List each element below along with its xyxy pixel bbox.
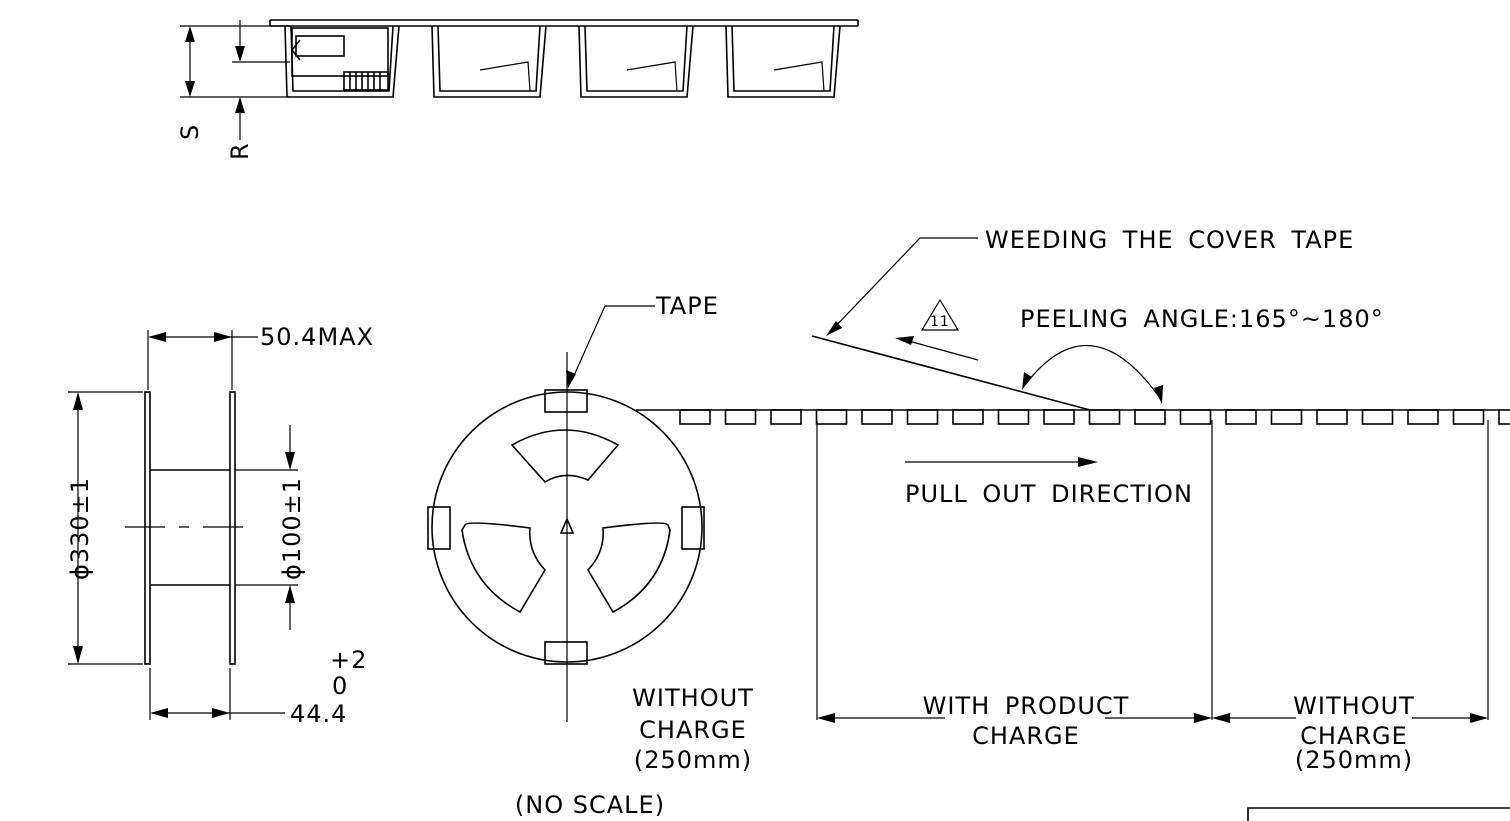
- pocket-floor: [479, 61, 531, 92]
- hub-diameter-label: ϕ100±1: [278, 477, 306, 580]
- inner-width-label: 44.4: [290, 700, 347, 728]
- tape-cavity: [1361, 409, 1394, 425]
- reel-front-view: TAPE: [427, 292, 719, 722]
- reel-side-view: 50.4MAX ϕ330±1 ϕ100±1 +2 0 44.4: [66, 323, 374, 728]
- without-charge-right-2: CHARGE: [1300, 722, 1408, 750]
- tape-cavity: [770, 409, 802, 425]
- carrier-tape-section: S R: [176, 19, 859, 160]
- tape-cavity: [906, 409, 939, 425]
- pocket-floor: [773, 61, 825, 92]
- dimension-s-label: S: [176, 124, 204, 140]
- tape-cavity: [1179, 409, 1212, 425]
- revision-mark: 11: [930, 314, 950, 330]
- with-product-1: WITH PRODUCT: [923, 692, 1130, 720]
- tape-cavity: [861, 409, 893, 425]
- no-scale-label: (NO SCALE): [515, 791, 665, 819]
- tolerance-lower: 0: [332, 672, 348, 700]
- tape-cavity: [679, 409, 711, 425]
- tape-layout: 11 WEEDING THE COVER TAPE PEELING ANGLE:…: [515, 226, 1510, 821]
- tape-cavity: [1452, 409, 1485, 425]
- flange-width-label: 50.4MAX: [260, 323, 374, 351]
- outer-diameter-label: ϕ330±1: [66, 477, 94, 580]
- tape-cavity: [1088, 409, 1121, 425]
- pull-out-label: PULL OUT DIRECTION: [905, 480, 1193, 508]
- dimension-r-label: R: [226, 142, 254, 160]
- tape-label: TAPE: [655, 292, 719, 320]
- tape-cavity: [1498, 409, 1510, 425]
- without-charge-left-3: (250mm): [634, 746, 752, 774]
- without-charge-right-3: (250mm): [1295, 746, 1413, 774]
- tape-pocket: [725, 25, 841, 98]
- peeling-angle-label: PEELING ANGLE:165°~180°: [1020, 305, 1384, 333]
- tolerance-upper: +2: [330, 646, 367, 674]
- tape-cavity: [724, 409, 757, 425]
- tape-cavity: [1134, 409, 1166, 425]
- with-product-2: CHARGE: [972, 722, 1080, 750]
- tape-cavity: [997, 409, 1030, 425]
- tape-cavity: [1043, 409, 1075, 425]
- tape-pocket: [431, 25, 547, 98]
- without-charge-left-1: WITHOUT: [632, 684, 754, 712]
- tape-cavity: [815, 409, 848, 425]
- tape-cavity: [952, 409, 984, 425]
- tape-cavity: [1225, 409, 1257, 425]
- component-in-pocket: [290, 27, 389, 91]
- without-charge-left-2: CHARGE: [639, 716, 747, 744]
- tape-pocket: [578, 25, 694, 98]
- pocket-floor: [626, 61, 678, 92]
- without-charge-right-1: WITHOUT: [1293, 692, 1415, 720]
- tape-cavity: [1407, 409, 1439, 425]
- tape-cavity: [1270, 409, 1303, 425]
- tape-cavity: [1316, 409, 1348, 425]
- weeding-label: WEEDING THE COVER TAPE: [985, 226, 1354, 254]
